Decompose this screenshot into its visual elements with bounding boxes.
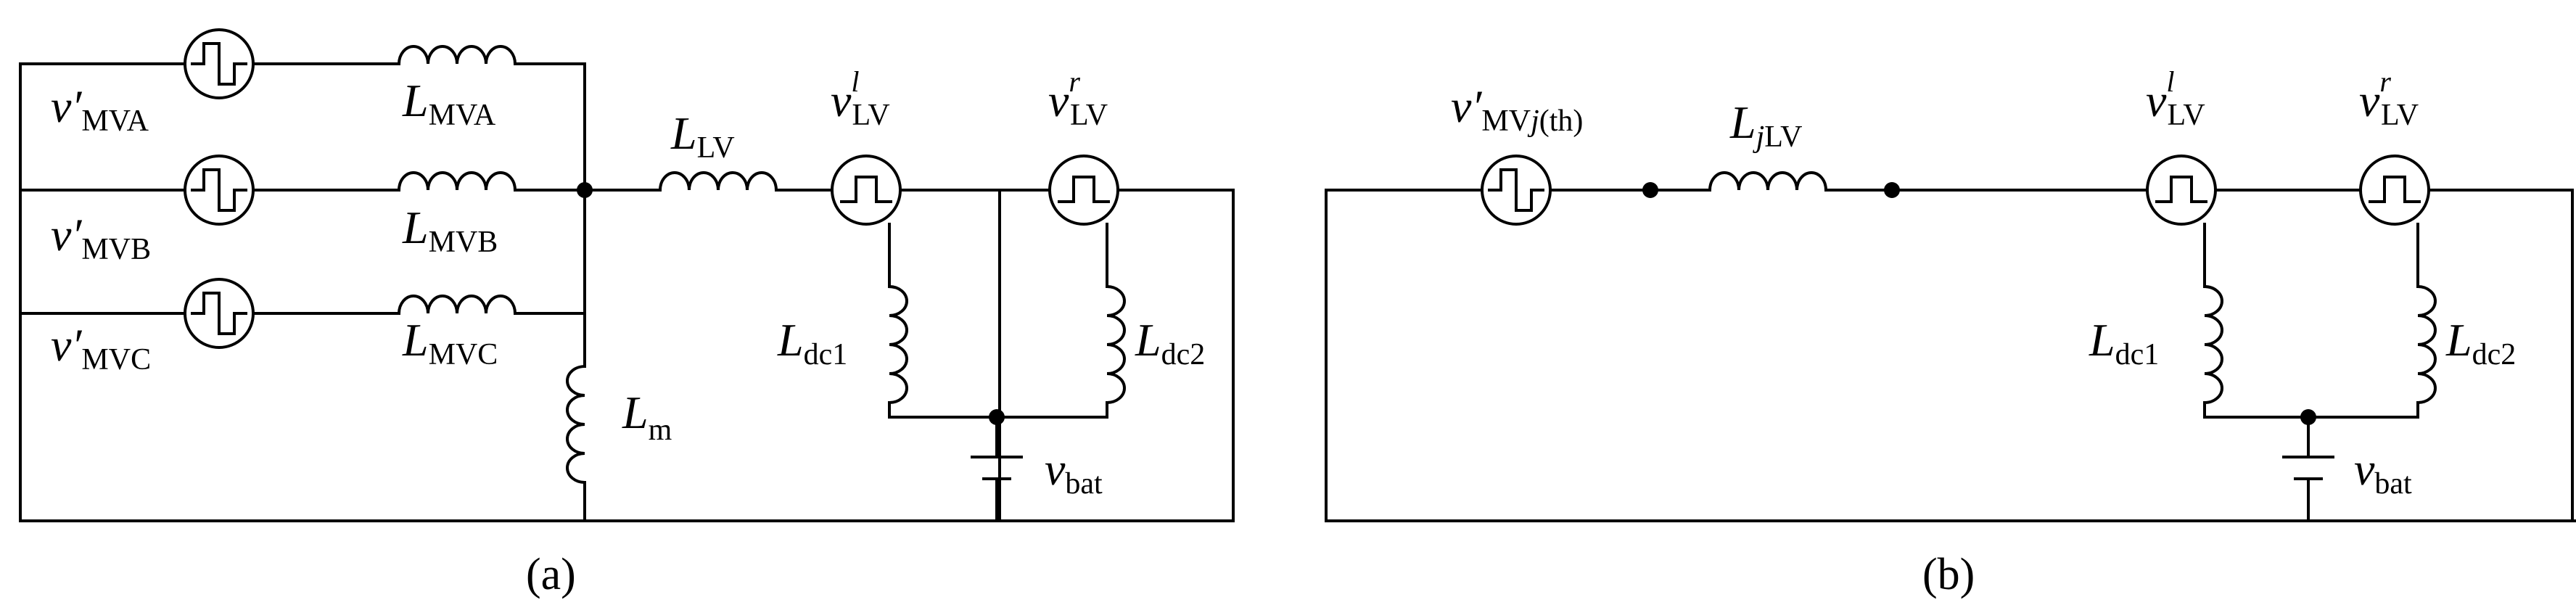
label-l-dc2: Ldc2 (1135, 314, 1205, 371)
label-v-mvb: v′MVB (51, 209, 151, 266)
label-v-mvc: v′MVC (51, 319, 151, 377)
label-l-m: Lm (622, 387, 672, 447)
inductor-b-l-dc1-icon (2202, 284, 2419, 419)
inductor-l-mvb-icon (397, 171, 517, 192)
label-b-l-dc2: Ldc2 (2445, 314, 2516, 371)
label-l-mvc: LMVC (402, 314, 498, 371)
source-mva-icon (184, 28, 255, 99)
label-v-mva: v′MVA (51, 81, 149, 138)
bridge-left-icon (831, 155, 902, 226)
inductor-l-dc2-icon (1105, 284, 1126, 405)
panel-b (1325, 155, 2576, 522)
node-b-right (1884, 182, 1900, 198)
panel-b-outer-frame (1325, 189, 2576, 522)
inductor-l-mvc-icon (397, 295, 517, 316)
battery-b-icon (2282, 416, 2334, 522)
inductor-l-dc1-icon (887, 284, 1108, 419)
node-b-left (1642, 182, 1658, 198)
label-l-mva: LMVA (402, 75, 496, 132)
inductor-b-l-dc2-icon (2416, 284, 2437, 405)
panel-a-outer-frame (19, 62, 1001, 522)
bridge-right-icon (1048, 155, 1119, 226)
inductor-l-jlv-icon (1708, 171, 1828, 192)
label-l-mvb: LMVB (402, 202, 498, 259)
label-v-bat-b: vbat (2354, 443, 2412, 501)
inductor-l-m-icon (566, 364, 587, 522)
battery-a-icon (971, 416, 1023, 522)
panel-b-right-frame (2427, 189, 2574, 522)
bridge-left-b-icon (2146, 155, 2217, 226)
bridge-right-b-icon (2359, 155, 2430, 226)
source-mvj-icon (1481, 155, 1552, 226)
inductor-l-mva-icon (397, 45, 517, 66)
label-v-mvj: v′MVj(th) (1451, 81, 1583, 138)
panel-a-right-frame (998, 189, 1235, 522)
label-l-lv: LLV (670, 107, 735, 165)
bus-vertical (514, 62, 586, 368)
label-l-dc1: Ldc1 (777, 314, 847, 371)
label-v-bat-a: vbat (1045, 443, 1103, 501)
caption-a: (a) (526, 550, 576, 599)
inductor-l-lv-icon (658, 171, 778, 192)
panel-a (19, 28, 1235, 522)
source-mvc-icon (184, 278, 255, 349)
label-l-jlv: LjLV (1729, 96, 1802, 154)
caption-b: (b) (1922, 550, 1975, 599)
source-mvb-icon (184, 155, 255, 226)
label-b-l-dc1: Ldc1 (2089, 314, 2159, 371)
